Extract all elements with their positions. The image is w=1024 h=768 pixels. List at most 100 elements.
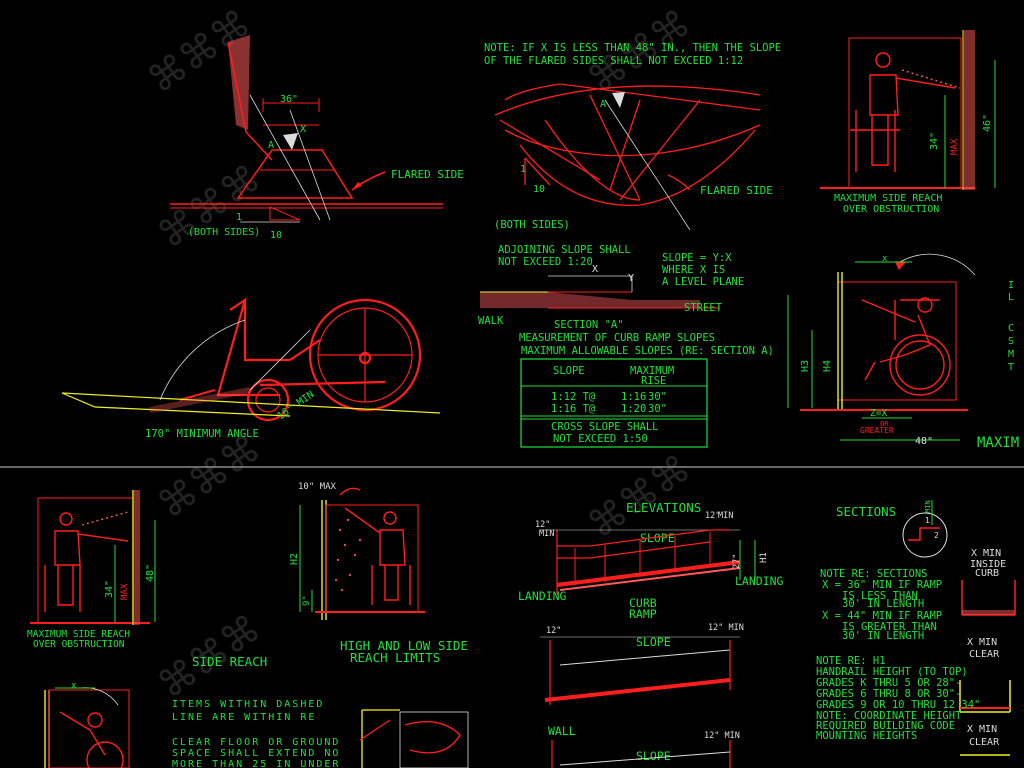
max-allowable-label: MAXIMUM ALLOWABLE SLOPES (RE: SECTION A): [521, 345, 774, 357]
y-label-a: Y: [628, 273, 634, 284]
dashed-note-2: LINE ARE WITHIN RE: [172, 712, 316, 723]
slope-def-1: SLOPE = Y:X: [662, 252, 732, 264]
table-row-2-rise: 30": [648, 403, 667, 415]
high-low-title-1: HIGH AND LOW SIDE: [340, 638, 468, 653]
side-reach-title: SIDE REACH: [192, 654, 267, 669]
x-min-1: X MIN: [971, 548, 1001, 559]
dim-9-label: 9": [302, 595, 312, 606]
min-12-g: 12" MIN: [704, 731, 740, 741]
sections-note-6: IS GREATER THAN: [842, 621, 937, 633]
table-row-1-to: 1:16: [621, 391, 646, 403]
x-min-2: X MIN: [967, 637, 997, 648]
section-clear-detail: [959, 680, 1011, 713]
curb-label: CURB: [629, 596, 657, 610]
angle-arc: [159, 319, 246, 401]
handrail-note-4: GRADES 6 THRU 8 OR 30"-: [816, 688, 961, 700]
sections-note-7: 30' IN LENGTH: [842, 630, 924, 642]
curb-label-section: CURB: [975, 568, 999, 579]
edge-char-6: T: [1008, 362, 1014, 373]
ramp-label: RAMP: [629, 607, 657, 621]
adjoin-line-2: NOT EXCEED 1:20: [498, 256, 593, 268]
wheelchair-side-view-drawing: [179, 297, 422, 422]
min-angle-label: 170" MINIMUM ANGLE: [145, 428, 259, 440]
h2-label: H2: [289, 553, 300, 565]
walk-label: WALK: [478, 315, 504, 327]
slope-label-1: SLOPE: [640, 531, 675, 545]
handrail-note-7: REQUIRED BUILDING CODE: [816, 720, 955, 732]
dim-34-top: 34": [929, 132, 940, 150]
sections-note-5: X = 44" MIN IF RAMP: [822, 610, 942, 622]
landing-right: LANDING: [735, 574, 784, 588]
table-row-1-rise: 30": [648, 391, 667, 403]
forward-small-drawing: [44, 687, 130, 768]
slope-label-2: SLOPE: [636, 635, 671, 649]
forward-reach-dims: [787, 261, 960, 441]
table-head-maximum: MAXIMUM: [630, 365, 674, 377]
handrail-note-1: NOTE RE: H1: [816, 655, 886, 667]
handrail-note-5: GRADES 9 OR 10 THRU 12 34": [816, 699, 980, 711]
x-label-a: X: [592, 264, 598, 275]
high-low-dims: [299, 505, 313, 612]
x-label-forward: x: [882, 254, 888, 264]
min-12-f: 12" MIN: [708, 623, 744, 633]
greater-label: GREATER: [860, 426, 894, 435]
min-12-b: MIN: [539, 529, 554, 539]
adjoin-line-1: ADJOINING SLOPE SHALL: [498, 244, 631, 256]
edge-char-1: I: [1008, 280, 1014, 291]
slope-def-3: A LEVEL PLANE: [662, 276, 744, 288]
h1-label: H1: [759, 552, 769, 563]
max-label-top: MAX: [950, 138, 960, 155]
h4-label: H4: [822, 360, 833, 372]
min-12-e: 12": [546, 626, 561, 636]
side-reach-top-drawing: [820, 30, 975, 190]
dim-10-max: 10" MAX: [298, 482, 337, 492]
flared-ramp-left-drawing: [170, 35, 443, 223]
high-low-title-2: REACH LIMITS: [350, 650, 440, 665]
section-a-profile: [480, 275, 720, 309]
high-low-reach-drawing: [315, 487, 425, 620]
note-line-2: OF THE FLARED SIDES SHALL NOT EXCEED 1:1…: [484, 55, 743, 67]
elevation-ramp-2: [540, 636, 740, 705]
section-marker-a: [612, 92, 625, 108]
ratio-one-mid: 1: [520, 164, 526, 175]
dashed-note-5: MORE THAN 25 IN UNDER: [172, 759, 340, 768]
dim-27-label: 27": [732, 554, 742, 569]
dim-36-label: 36": [280, 94, 298, 105]
table-row-2-slope: 1:16 T@: [551, 403, 596, 415]
sections-one: 1: [925, 516, 930, 525]
flared-ramp-mid-drawing: [494, 83, 761, 207]
elevation-ramp-1: [540, 529, 756, 595]
reach-dots: [334, 518, 362, 592]
dashed-note-4: SPACE SHALL EXTEND NO: [172, 748, 340, 759]
edge-char-5: M: [1008, 349, 1014, 360]
clear-1: CLEAR: [969, 649, 1000, 660]
min-12-c: 12": [705, 511, 720, 521]
a-label-mid: A: [600, 99, 606, 110]
flared-side-label: FLARED SIDE: [391, 168, 464, 181]
sections-note-3: IS LESS THAN: [842, 590, 918, 602]
ground-line: [61, 392, 441, 414]
h3-label: H3: [800, 360, 811, 372]
section-curb-detail: [961, 580, 1016, 616]
elevations-title: ELEVATIONS: [626, 500, 701, 515]
dashed-note-3: CLEAR FLOOR OR GROUND: [172, 737, 340, 748]
both-sides-label: (BOTH SIDES): [188, 227, 260, 238]
sections-note-1: NOTE RE: SECTIONS: [820, 568, 927, 580]
cross-slope-1: CROSS SLOPE SHALL: [551, 421, 658, 433]
ratio-one-label: 1: [236, 212, 242, 223]
ratio-ten-label: 10: [270, 230, 282, 241]
hatch-wall: [228, 35, 250, 130]
dim-48-label: 48": [915, 436, 933, 447]
slope-def-2: WHERE X IS: [662, 264, 725, 276]
note-line-1: NOTE: IF X IS LESS THAN 48" IN., THEN TH…: [484, 42, 781, 54]
sections-min: MIN: [924, 500, 932, 513]
cross-slope-2: NOT EXCEED 1:50: [553, 433, 648, 445]
z-label: Z=X: [870, 408, 887, 419]
min-12-a: 12": [535, 520, 550, 530]
or-label: OR: [880, 420, 889, 428]
dashed-note-1: ITEMS WITHIN DASHED: [172, 699, 324, 710]
table-row-2-to: 1:20: [621, 403, 646, 415]
x-label-small: x: [71, 681, 77, 691]
side-reach-left-dims: [114, 520, 156, 622]
